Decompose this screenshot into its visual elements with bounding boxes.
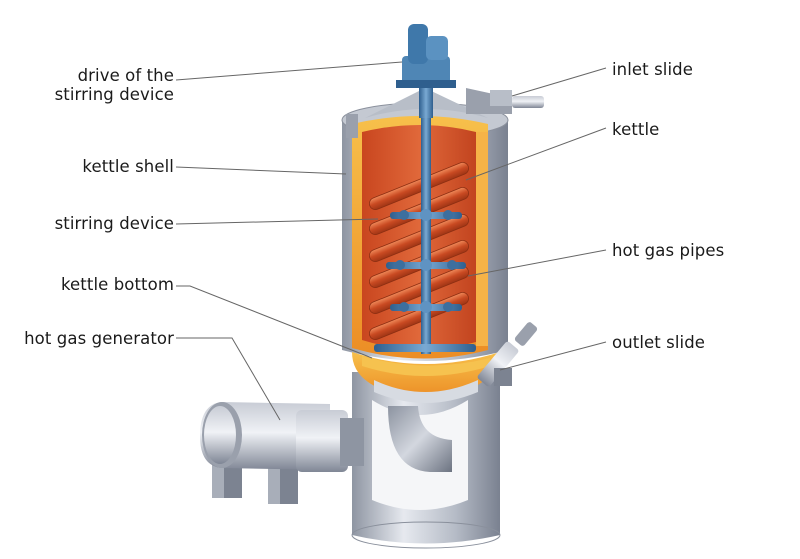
leader-kettle-shell xyxy=(175,166,347,175)
leader-drive xyxy=(175,61,403,81)
kettle-bottom-drawing xyxy=(352,352,500,403)
inlet-slide-drawing xyxy=(466,88,544,114)
stirring-device-drawing xyxy=(374,118,476,354)
label-kettle: kettle xyxy=(612,120,660,139)
outlet-slide-drawing xyxy=(477,322,538,387)
leader-hot-gas-pipes xyxy=(467,249,607,277)
label-kettle-bottom: kettle bottom xyxy=(60,275,174,294)
leader-kettle xyxy=(465,127,607,181)
drive-unit-drawing xyxy=(396,24,456,118)
label-kettle-shell: kettle shell xyxy=(82,157,174,176)
leader-outlet-slide xyxy=(499,341,607,371)
leader-kettle-bottom xyxy=(176,285,373,359)
label-hot-gas-generator: hot gas generator xyxy=(24,329,174,348)
label-stirring-device: stirring device xyxy=(54,214,174,233)
leader-lines xyxy=(175,61,607,421)
label-drive-of-stirring-device: drive of the stirring device xyxy=(55,66,174,104)
label-outlet-slide: outlet slide xyxy=(612,333,706,352)
label-drive-line2: stirring device xyxy=(54,85,174,104)
leader-hot-gas-generator xyxy=(176,337,281,421)
leader-inlet-slide xyxy=(511,67,607,97)
label-drive-line1: drive of the xyxy=(77,66,174,85)
label-hot-gas-pipes: hot gas pipes xyxy=(612,241,725,260)
label-inlet-slide: inlet slide xyxy=(612,60,693,79)
hot-gas-generator-drawing xyxy=(200,402,364,504)
base-stand xyxy=(351,372,501,549)
leader-stirring-device xyxy=(175,218,379,225)
